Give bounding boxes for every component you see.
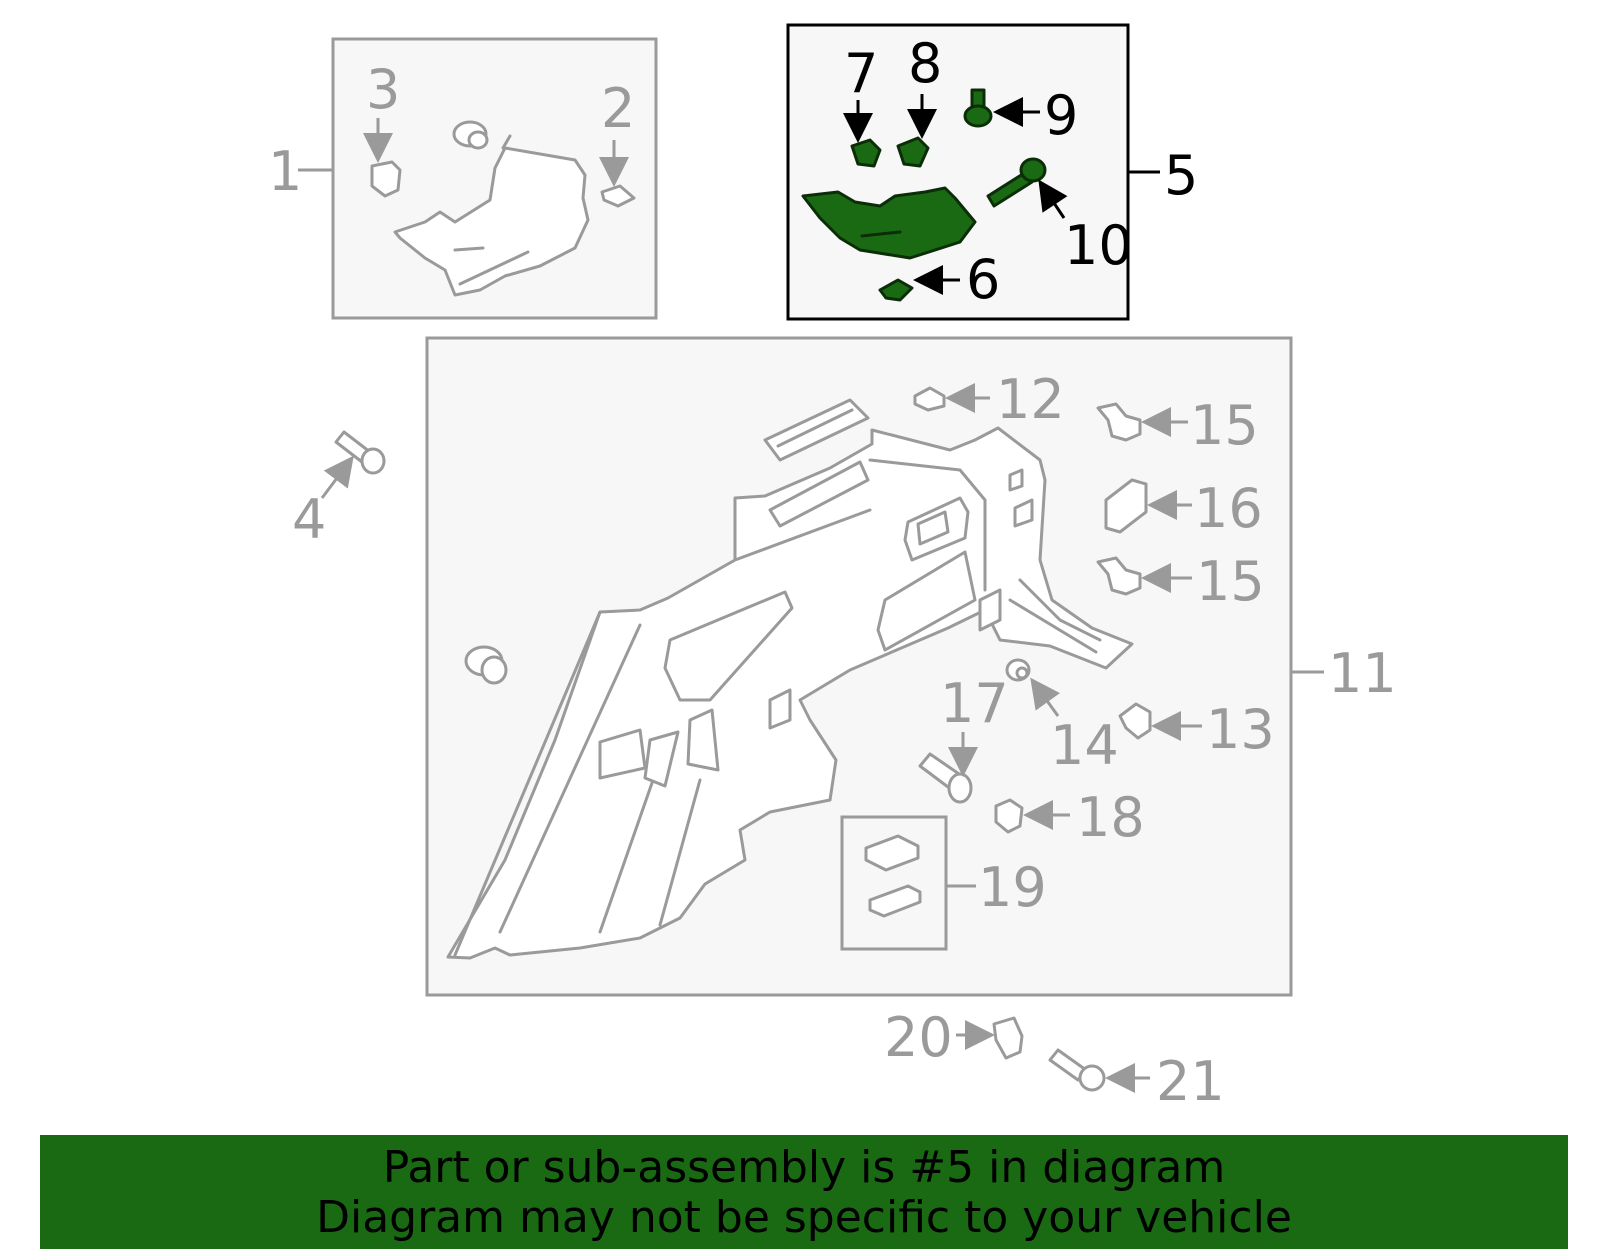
callout-3: 3 bbox=[366, 58, 400, 121]
callout-15-lower: 15 bbox=[1196, 550, 1265, 613]
callout-15-top: 15 bbox=[1190, 394, 1259, 457]
callout-21: 21 bbox=[1156, 1050, 1225, 1113]
callout-5: 5 bbox=[1164, 144, 1198, 207]
callout-16: 16 bbox=[1194, 477, 1263, 540]
upper-trim-panel[interactable] bbox=[393, 146, 590, 297]
callout-10: 10 bbox=[1064, 214, 1133, 277]
clip-icon bbox=[452, 120, 489, 150]
box-part-1 bbox=[298, 37, 658, 320]
callout-19: 19 bbox=[978, 856, 1047, 919]
callout-8: 8 bbox=[908, 32, 942, 95]
callout-1: 1 bbox=[268, 140, 302, 203]
part-21-bolt[interactable] bbox=[1048, 1048, 1106, 1092]
part-5-bracket[interactable] bbox=[801, 186, 977, 260]
callout-7: 7 bbox=[844, 42, 878, 105]
part-8-clip[interactable] bbox=[896, 136, 930, 168]
vent-grille bbox=[763, 398, 870, 462]
part-19-bracket-b[interactable] bbox=[868, 884, 922, 918]
callout-6: 6 bbox=[966, 248, 1000, 311]
callout-13: 13 bbox=[1206, 698, 1275, 761]
part-15-clip-top[interactable] bbox=[1096, 402, 1142, 442]
callout-9: 9 bbox=[1044, 84, 1078, 147]
part-10-bolt[interactable] bbox=[986, 157, 1047, 208]
part-13-clip[interactable] bbox=[1118, 702, 1152, 740]
part-12-clip[interactable] bbox=[913, 386, 946, 412]
callout-18: 18 bbox=[1076, 786, 1145, 849]
part-3-clip[interactable] bbox=[370, 160, 402, 198]
part-14-nut[interactable] bbox=[1005, 658, 1031, 682]
banner-line-1: Part or sub-assembly is #5 in diagram bbox=[382, 1142, 1226, 1193]
callout-12: 12 bbox=[996, 368, 1065, 431]
push-clip-icon bbox=[464, 645, 508, 685]
callout-11: 11 bbox=[1328, 642, 1397, 705]
callout-2: 2 bbox=[601, 77, 635, 140]
box-part-11 bbox=[425, 336, 1324, 997]
box-part-19 bbox=[840, 815, 976, 951]
banner-line-2: Diagram may not be specific to your vehi… bbox=[316, 1192, 1292, 1243]
callout-4: 4 bbox=[292, 488, 326, 551]
callout-17: 17 bbox=[940, 672, 1009, 735]
part-2-clip[interactable] bbox=[600, 184, 636, 208]
part-19-bracket-a[interactable] bbox=[864, 834, 920, 872]
part-4-bolt[interactable] bbox=[334, 430, 386, 475]
box-part-5 bbox=[786, 23, 1160, 321]
part-7-clip[interactable] bbox=[850, 138, 882, 168]
info-banner: Part or sub-assembly is #5 in diagram Di… bbox=[40, 1135, 1568, 1249]
part-20-clip[interactable] bbox=[992, 1016, 1024, 1060]
part-16-cap[interactable] bbox=[1104, 478, 1148, 534]
callout-14: 14 bbox=[1050, 714, 1119, 777]
part-15-clip-lower[interactable] bbox=[1096, 556, 1142, 596]
callout-20: 20 bbox=[884, 1006, 953, 1069]
part-9-screw[interactable] bbox=[963, 88, 993, 128]
part-18-clip[interactable] bbox=[994, 798, 1024, 834]
part-6-clip[interactable] bbox=[878, 278, 914, 302]
